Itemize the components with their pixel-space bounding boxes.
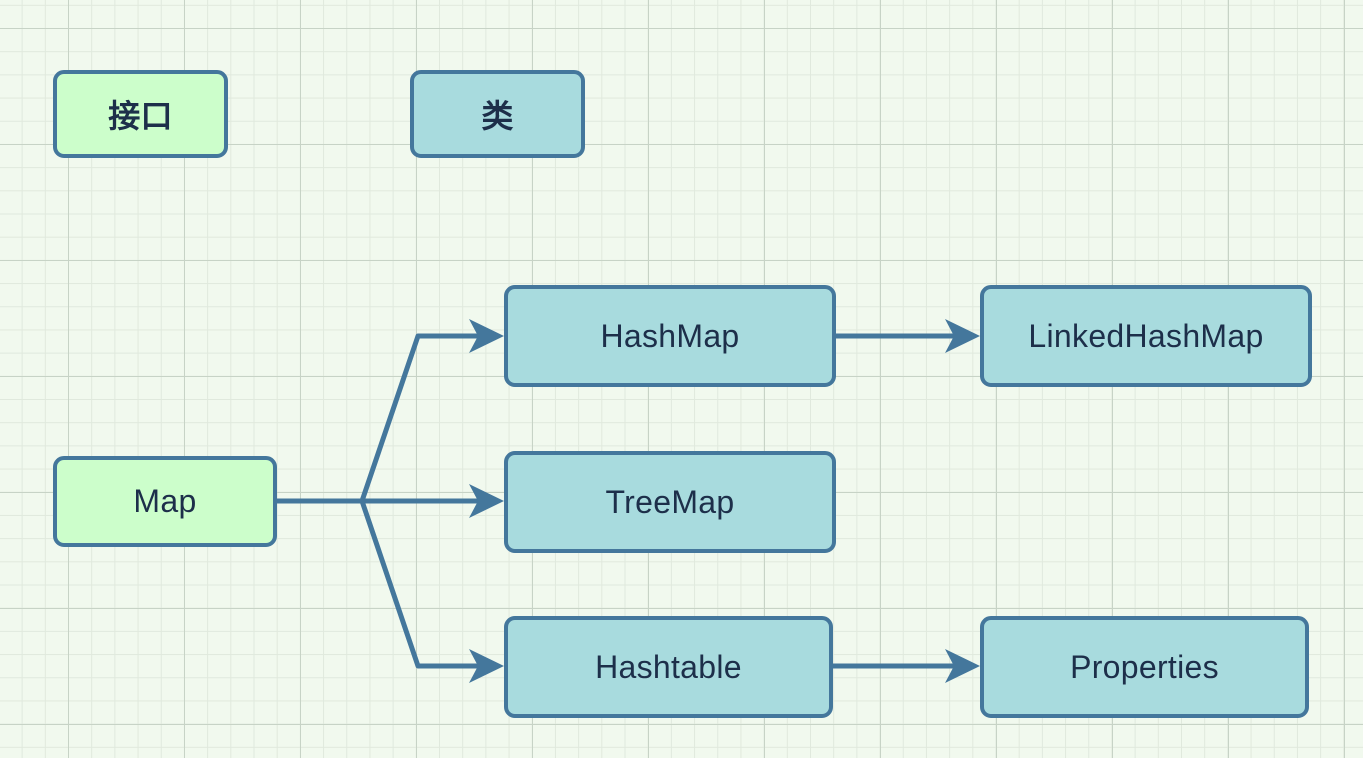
node-hashtable[interactable]: Hashtable xyxy=(504,616,833,718)
edge-map-hashtable xyxy=(277,498,482,669)
legend-interface-box[interactable]: 接口 xyxy=(53,70,228,158)
arrowhead-linkedhashmap xyxy=(945,319,980,353)
node-map[interactable]: Map xyxy=(53,456,277,547)
node-linkedhashmap[interactable]: LinkedHashMap xyxy=(980,285,1312,387)
arrowhead-hashtable xyxy=(469,649,504,683)
edge-map-hashmap xyxy=(277,333,482,504)
arrowhead-properties xyxy=(945,649,980,683)
node-properties[interactable]: Properties xyxy=(980,616,1309,718)
arrowhead-treemap xyxy=(469,484,504,518)
node-hashmap[interactable]: HashMap xyxy=(504,285,836,387)
legend-class-box[interactable]: 类 xyxy=(410,70,585,158)
node-treemap[interactable]: TreeMap xyxy=(504,451,836,553)
arrowhead-hashmap xyxy=(469,319,504,353)
